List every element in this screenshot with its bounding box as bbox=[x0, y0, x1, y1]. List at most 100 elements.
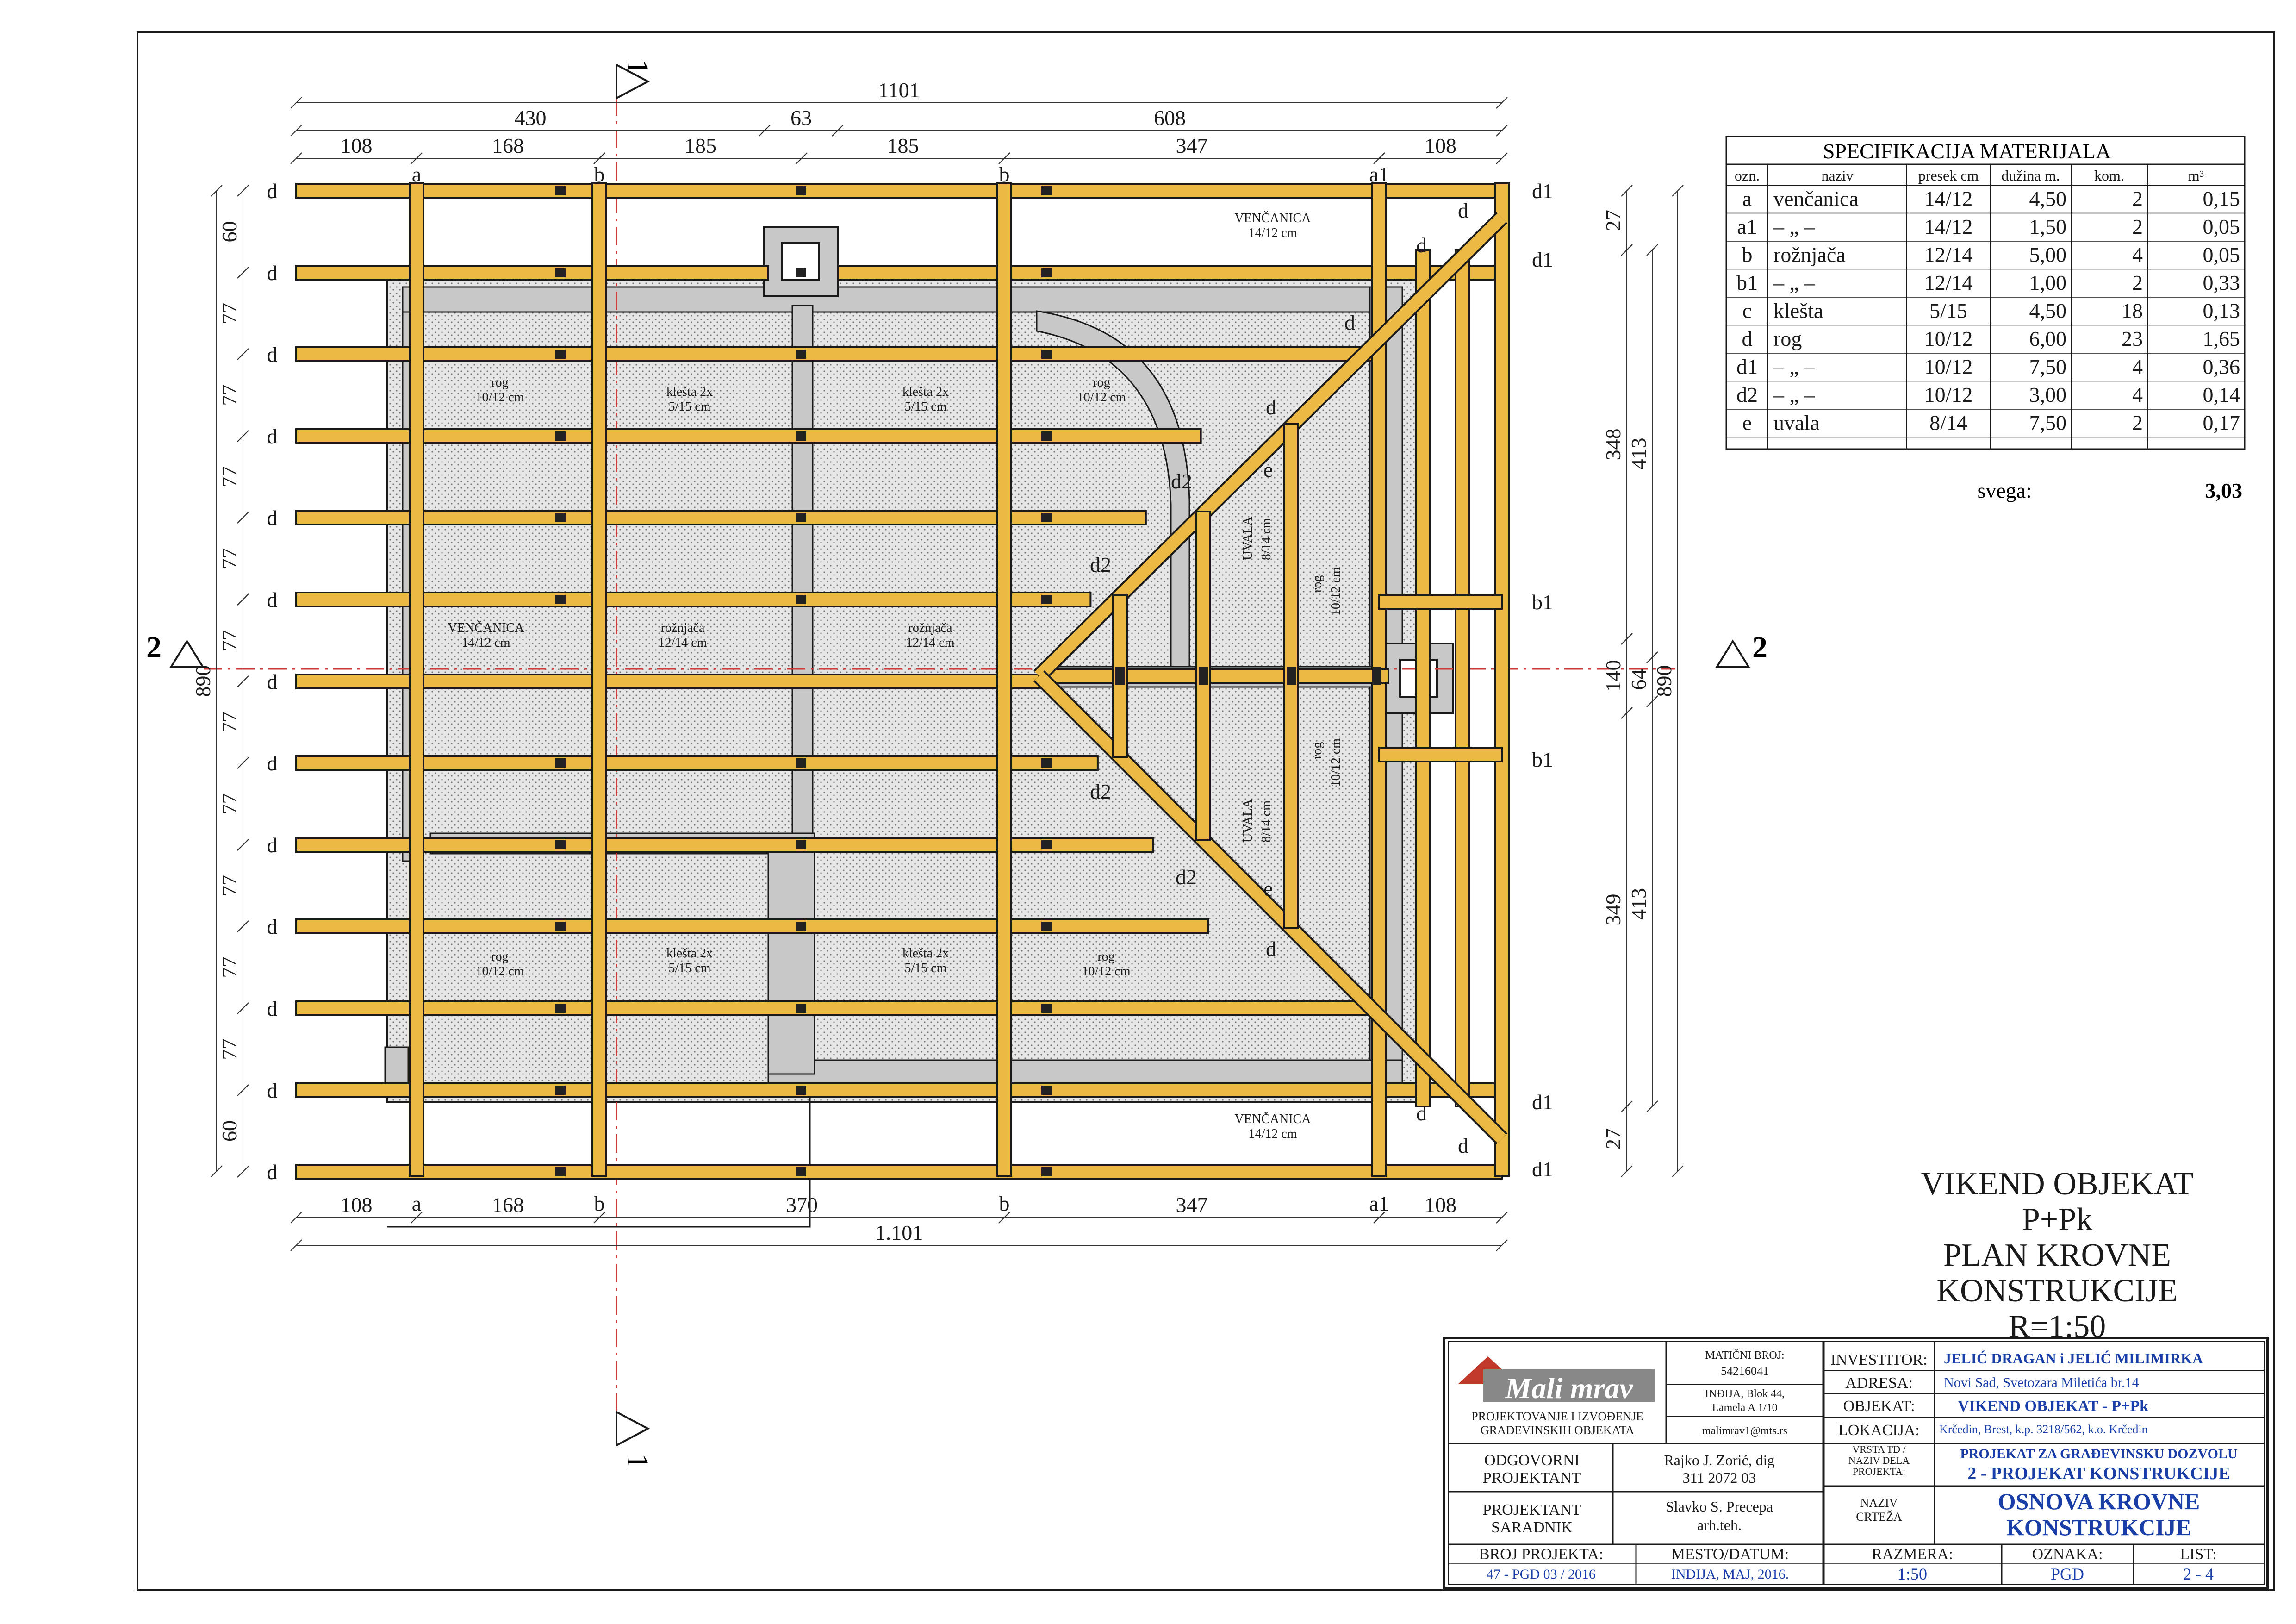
dim-right-mid-label: 413 bbox=[1627, 888, 1650, 920]
rafter-d bbox=[295, 755, 1099, 771]
dim-top-part-tick bbox=[1496, 152, 1508, 164]
spec-cell: 14/12 bbox=[1924, 187, 1973, 211]
rafter-letter: d1 bbox=[1532, 248, 1553, 271]
spec-cell: 3,00 bbox=[2029, 383, 2067, 406]
spec-title: SPECIFIKACIJA MATERIJALA bbox=[1823, 139, 2111, 163]
letter-d: d bbox=[1416, 233, 1427, 257]
section-label: 2 bbox=[146, 631, 162, 664]
dim-right-mid-tick bbox=[1646, 651, 1658, 663]
joint-bracket bbox=[1372, 667, 1381, 685]
label-klesta-size: 5/15 cm bbox=[669, 400, 711, 414]
joint-bracket bbox=[1287, 667, 1296, 685]
razmera-label: RAZMERA: bbox=[1872, 1546, 1953, 1563]
clamp-bracket bbox=[1041, 268, 1052, 277]
clamp-bracket bbox=[796, 1086, 806, 1095]
spec-cell: 4 bbox=[2132, 383, 2143, 406]
spec-cell: 10/12 bbox=[1924, 327, 1973, 350]
label-roznjaca: rožnjača bbox=[661, 621, 705, 635]
vrsta-label-1: VRSTA TD / bbox=[1852, 1443, 1906, 1455]
spec-cell: 1,50 bbox=[2029, 215, 2067, 238]
rafter-letter: d bbox=[267, 751, 278, 775]
wall-bay bbox=[767, 851, 815, 1075]
spec-total-label: svega: bbox=[1977, 479, 2032, 502]
clamp-bracket bbox=[555, 595, 566, 604]
spec-cell: 18 bbox=[2122, 299, 2143, 323]
plan-labels: VENČANICA 14/12 cm VENČANICA 14/12 cm VE… bbox=[448, 211, 1343, 1141]
spec-cell: 0,14 bbox=[2203, 383, 2240, 406]
rafter-d bbox=[295, 837, 1154, 853]
rafter-d bbox=[295, 1082, 1503, 1098]
spec-cell: 2 bbox=[2132, 187, 2143, 211]
spec-cell: rog bbox=[1773, 327, 1802, 350]
label-rog-size: 10/12 cm bbox=[476, 964, 524, 979]
dim-top-part-label: 108 bbox=[341, 134, 373, 157]
company-line-2: GRAĐEVINSKIH OBJEKATA bbox=[1481, 1424, 1635, 1437]
dim-left-tick bbox=[237, 1166, 249, 1178]
clamp-bracket bbox=[555, 1086, 566, 1095]
label-rog-size: 10/12 cm bbox=[1082, 964, 1131, 979]
clamp-bracket bbox=[1041, 595, 1052, 604]
beam-letter: b bbox=[999, 1192, 1010, 1215]
drawing-title: VIKEND OBJEKAT P+Pk PLAN KROVNE KONSTRUK… bbox=[1921, 1166, 2193, 1344]
clamp-bracket bbox=[555, 1004, 566, 1013]
letter-d2: d2 bbox=[1176, 865, 1197, 889]
rafter-d bbox=[295, 918, 1209, 934]
clamp-bracket bbox=[1041, 922, 1052, 931]
letter-d2: d2 bbox=[1171, 469, 1192, 493]
spec-cell: 7,50 bbox=[2029, 411, 2067, 435]
rafter-d1-vertical bbox=[1455, 249, 1470, 1107]
clamp-bracket bbox=[555, 840, 566, 849]
dim-left-label: 77 bbox=[218, 630, 241, 651]
label-rog-vertical: rog bbox=[1310, 575, 1325, 593]
rafter-letter: d bbox=[267, 997, 278, 1020]
dim-bottom-part-tick bbox=[1373, 1212, 1385, 1224]
rafter-letter: d1 bbox=[1532, 179, 1553, 203]
spec-cell: 10/12 bbox=[1924, 355, 1973, 379]
clamp-bracket bbox=[1041, 186, 1052, 195]
purlin-beam bbox=[591, 182, 607, 1177]
dim-top-part-tick bbox=[411, 152, 423, 164]
letter-d: d bbox=[1266, 937, 1276, 961]
beam-letter: a bbox=[412, 1192, 421, 1215]
dim-left-tick bbox=[237, 348, 249, 360]
objekat-label: OBJEKAT: bbox=[1843, 1398, 1915, 1415]
dim-left-tick bbox=[237, 512, 249, 524]
label-uvala: UVALA bbox=[1241, 516, 1255, 560]
dim-right-inner-label: 27 bbox=[1601, 210, 1625, 231]
spec-cell: 12/14 bbox=[1924, 243, 1973, 267]
dim-top-mid-tick bbox=[290, 125, 302, 137]
section-marker-1-bottom: 1 bbox=[616, 1410, 654, 1469]
spec-header-cell: m³ bbox=[2188, 167, 2204, 184]
spec-header-cell: naziv bbox=[1821, 167, 1853, 184]
rafter-d bbox=[295, 674, 1044, 689]
clamp-bracket bbox=[555, 758, 566, 768]
broj-value: 47 - PGD 03 / 2016 bbox=[1487, 1567, 1596, 1582]
rafter-letter: d bbox=[267, 588, 278, 612]
dim-bottom-total-label: 1.101 bbox=[875, 1221, 923, 1244]
odg-name: Rajko J. Zorić, dig bbox=[1664, 1452, 1774, 1468]
clamp-bracket bbox=[796, 1167, 806, 1176]
clamp-bracket bbox=[796, 758, 806, 768]
dim-left-tick bbox=[237, 1084, 249, 1096]
clamp-bracket bbox=[1041, 1004, 1052, 1013]
label-vencanica-size: 14/12 cm bbox=[1249, 226, 1297, 240]
spec-cell: – „ – bbox=[1773, 215, 1815, 238]
spec-cell: b1 bbox=[1736, 271, 1758, 294]
dim-right-inner-tick bbox=[1621, 707, 1633, 719]
dim-bottom-total-tick bbox=[290, 1239, 302, 1251]
label-uvala: UVALA bbox=[1241, 799, 1255, 843]
label-rog-size: 10/12 cm bbox=[1077, 390, 1126, 405]
mesto-label: MESTO/DATUM: bbox=[1671, 1546, 1789, 1563]
clamp-bracket bbox=[555, 186, 566, 195]
edge-beam bbox=[1494, 182, 1510, 1177]
dim-left-total-label: 890 bbox=[191, 665, 215, 697]
spec-cell: 0,33 bbox=[2203, 271, 2240, 294]
logo-text: Mali mrav bbox=[1505, 1372, 1633, 1405]
rafter-d bbox=[295, 592, 1092, 607]
sar-name: Slavko S. Precepa bbox=[1666, 1498, 1773, 1515]
dim-left-label: 77 bbox=[218, 548, 241, 569]
stamp-inner bbox=[1448, 1341, 2265, 1585]
investitor-label: INVESTITOR: bbox=[1830, 1351, 1927, 1368]
dim-left-tick bbox=[237, 757, 249, 769]
